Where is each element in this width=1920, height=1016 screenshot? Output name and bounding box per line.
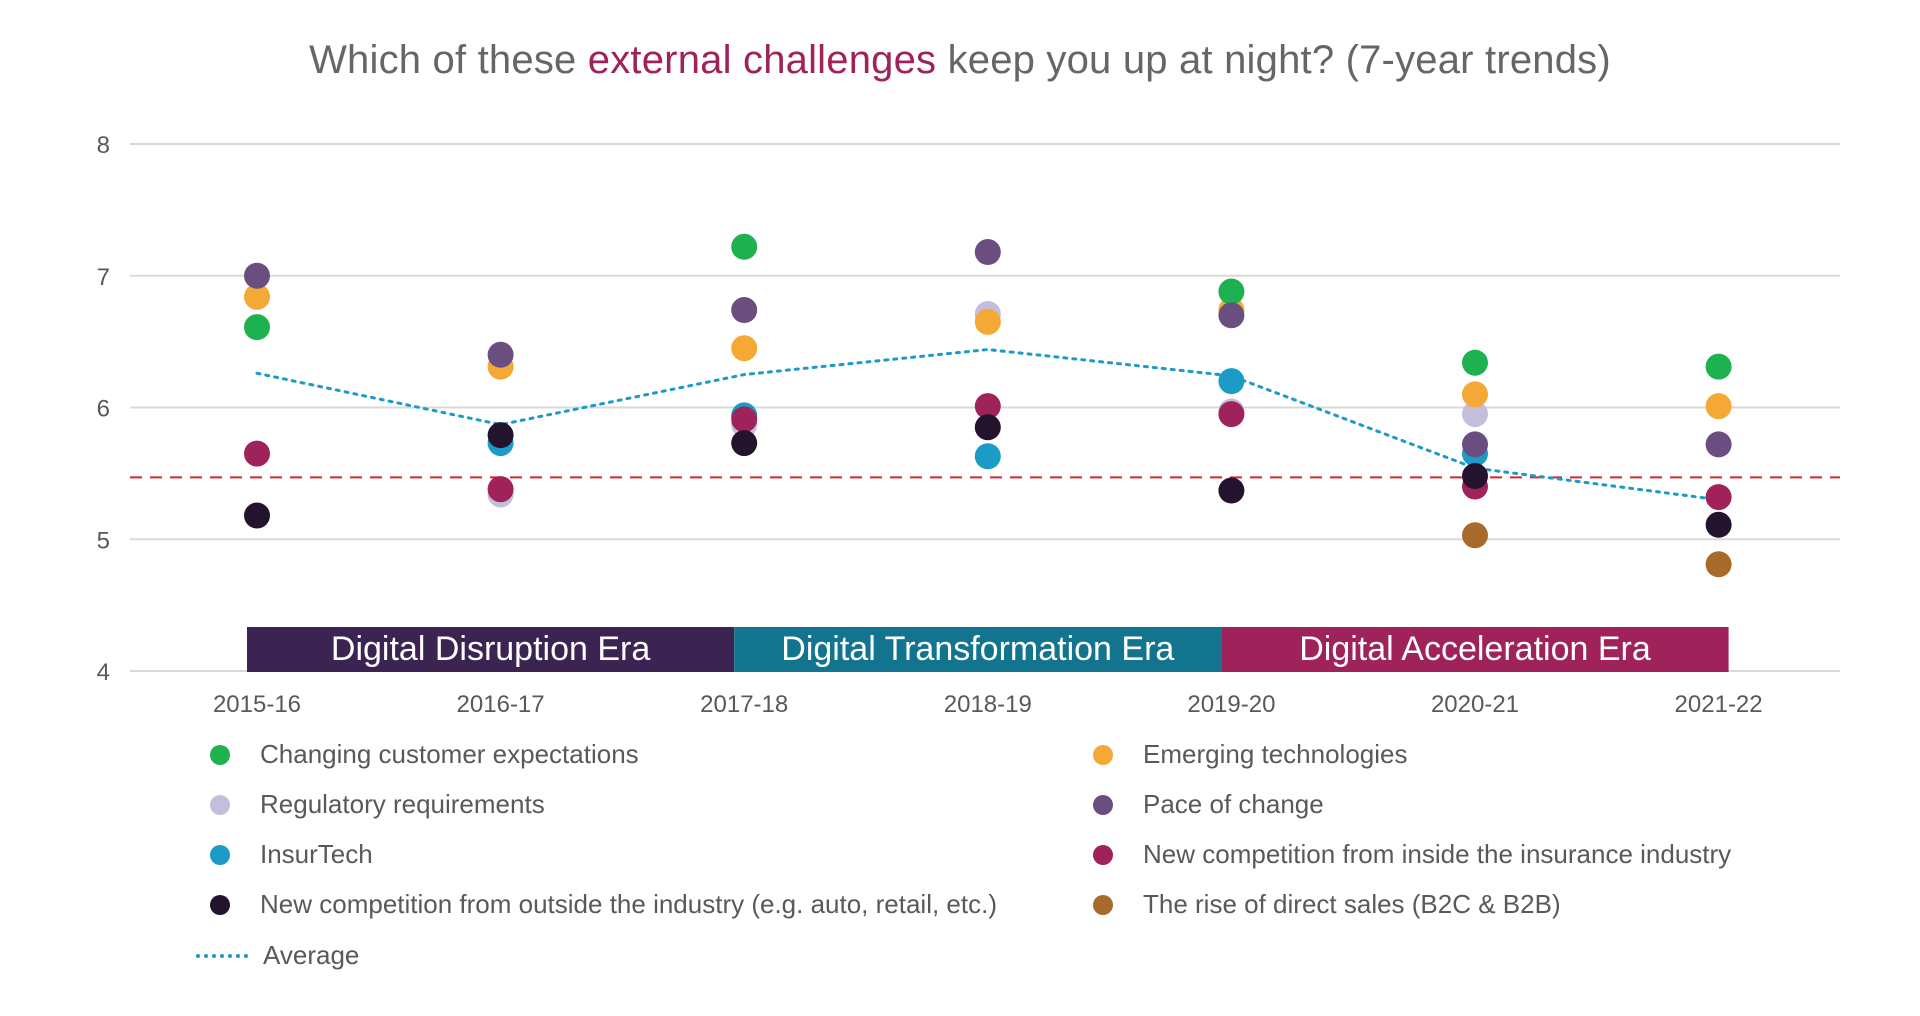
data-point bbox=[487, 422, 514, 449]
data-point bbox=[1705, 484, 1732, 511]
legend-label: New competition from outside the industr… bbox=[260, 889, 998, 919]
circle-marker-icon bbox=[210, 894, 230, 915]
legend-item: New competition from outside the industr… bbox=[210, 889, 997, 920]
data-point bbox=[1218, 368, 1245, 395]
data-point bbox=[487, 341, 514, 368]
data-point bbox=[244, 262, 270, 289]
title-prefix: Which of these bbox=[309, 38, 588, 82]
legend-label: Pace of change bbox=[1143, 789, 1324, 819]
era-band: Digital Acceleration Era bbox=[1221, 627, 1729, 672]
data-point bbox=[731, 335, 758, 362]
x-tick-label: 2017-18 bbox=[700, 691, 788, 718]
legend-item: Changing customer expectations bbox=[210, 739, 639, 770]
circle-marker-icon bbox=[210, 794, 230, 815]
data-point bbox=[731, 233, 758, 260]
data-point bbox=[974, 414, 1001, 441]
title-highlight: external challenges bbox=[587, 38, 937, 82]
legend-item: Emerging technologies bbox=[1093, 739, 1408, 770]
circle-marker-icon bbox=[210, 844, 230, 865]
y-tick-label: 5 bbox=[97, 527, 110, 554]
circle-marker-icon bbox=[1093, 894, 1113, 915]
legend-label: Regulatory requirements bbox=[260, 789, 545, 819]
x-tick-label: 2016-17 bbox=[457, 691, 545, 718]
data-point bbox=[1462, 401, 1488, 428]
legend-label: Emerging technologies bbox=[1143, 739, 1408, 769]
data-point bbox=[1705, 511, 1732, 538]
era-label: Digital Transformation Era bbox=[781, 630, 1174, 668]
data-point bbox=[974, 393, 1001, 420]
legend-item: New competition from inside the insuranc… bbox=[1093, 839, 1731, 870]
circle-marker-icon bbox=[1093, 844, 1113, 865]
circle-marker-icon bbox=[1093, 794, 1113, 815]
legend-item: Pace of change bbox=[1093, 789, 1324, 820]
legend-item: Regulatory requirements bbox=[210, 789, 545, 820]
legend-label: InsurTech bbox=[260, 839, 373, 869]
x-tick-label: 2019-20 bbox=[1187, 691, 1275, 718]
data-point bbox=[1218, 401, 1245, 428]
data-point bbox=[1462, 522, 1488, 549]
data-point bbox=[1462, 463, 1488, 490]
data-point bbox=[731, 406, 758, 433]
chart-title: Which of these external challenges keep … bbox=[0, 38, 1920, 83]
data-point bbox=[1462, 431, 1488, 458]
era-band: Digital Transformation Era bbox=[734, 627, 1222, 672]
era-label: Digital Disruption Era bbox=[331, 630, 650, 668]
x-tick-label: 2015-16 bbox=[213, 691, 301, 718]
legend-label: Average bbox=[263, 940, 360, 970]
data-point bbox=[244, 440, 270, 467]
data-point bbox=[487, 476, 514, 503]
data-point bbox=[1705, 551, 1732, 578]
data-point bbox=[244, 283, 270, 310]
data-point bbox=[1705, 393, 1732, 420]
circle-marker-icon bbox=[1093, 744, 1113, 765]
data-point bbox=[1462, 349, 1488, 376]
legend-label: The rise of direct sales (B2C & B2B) bbox=[1143, 889, 1561, 919]
data-point bbox=[974, 239, 1001, 266]
y-tick-label: 7 bbox=[97, 264, 110, 291]
legend-label: Changing customer expectations bbox=[260, 739, 639, 769]
data-point bbox=[244, 502, 270, 529]
legend-item: InsurTech bbox=[210, 839, 373, 870]
legend-item: Average bbox=[196, 940, 359, 971]
data-point bbox=[731, 297, 758, 324]
era-label: Digital Acceleration Era bbox=[1299, 630, 1651, 668]
data-point bbox=[731, 430, 758, 457]
data-point bbox=[1218, 278, 1245, 305]
data-point bbox=[244, 314, 270, 341]
data-point bbox=[1218, 477, 1245, 504]
data-point bbox=[974, 443, 1001, 470]
legend-label: New competition from inside the insuranc… bbox=[1143, 839, 1732, 869]
legend-item: The rise of direct sales (B2C & B2B) bbox=[1093, 889, 1561, 920]
data-point bbox=[1462, 381, 1488, 408]
dotted-line-icon bbox=[196, 953, 248, 958]
x-tick-label: 2021-22 bbox=[1675, 691, 1763, 718]
x-tick-label: 2018-19 bbox=[944, 691, 1032, 718]
circle-marker-icon bbox=[210, 744, 230, 765]
data-point bbox=[974, 308, 1001, 335]
data-point bbox=[1705, 353, 1732, 380]
data-point bbox=[1705, 431, 1732, 458]
title-suffix: keep you up at night? (7-year trends) bbox=[936, 38, 1611, 82]
x-tick-label: 2020-21 bbox=[1431, 691, 1519, 718]
data-point bbox=[1218, 302, 1245, 329]
y-tick-label: 8 bbox=[97, 132, 110, 159]
era-band: Digital Disruption Era bbox=[247, 627, 735, 672]
y-tick-label: 6 bbox=[97, 396, 110, 423]
y-tick-label: 4 bbox=[97, 659, 110, 686]
